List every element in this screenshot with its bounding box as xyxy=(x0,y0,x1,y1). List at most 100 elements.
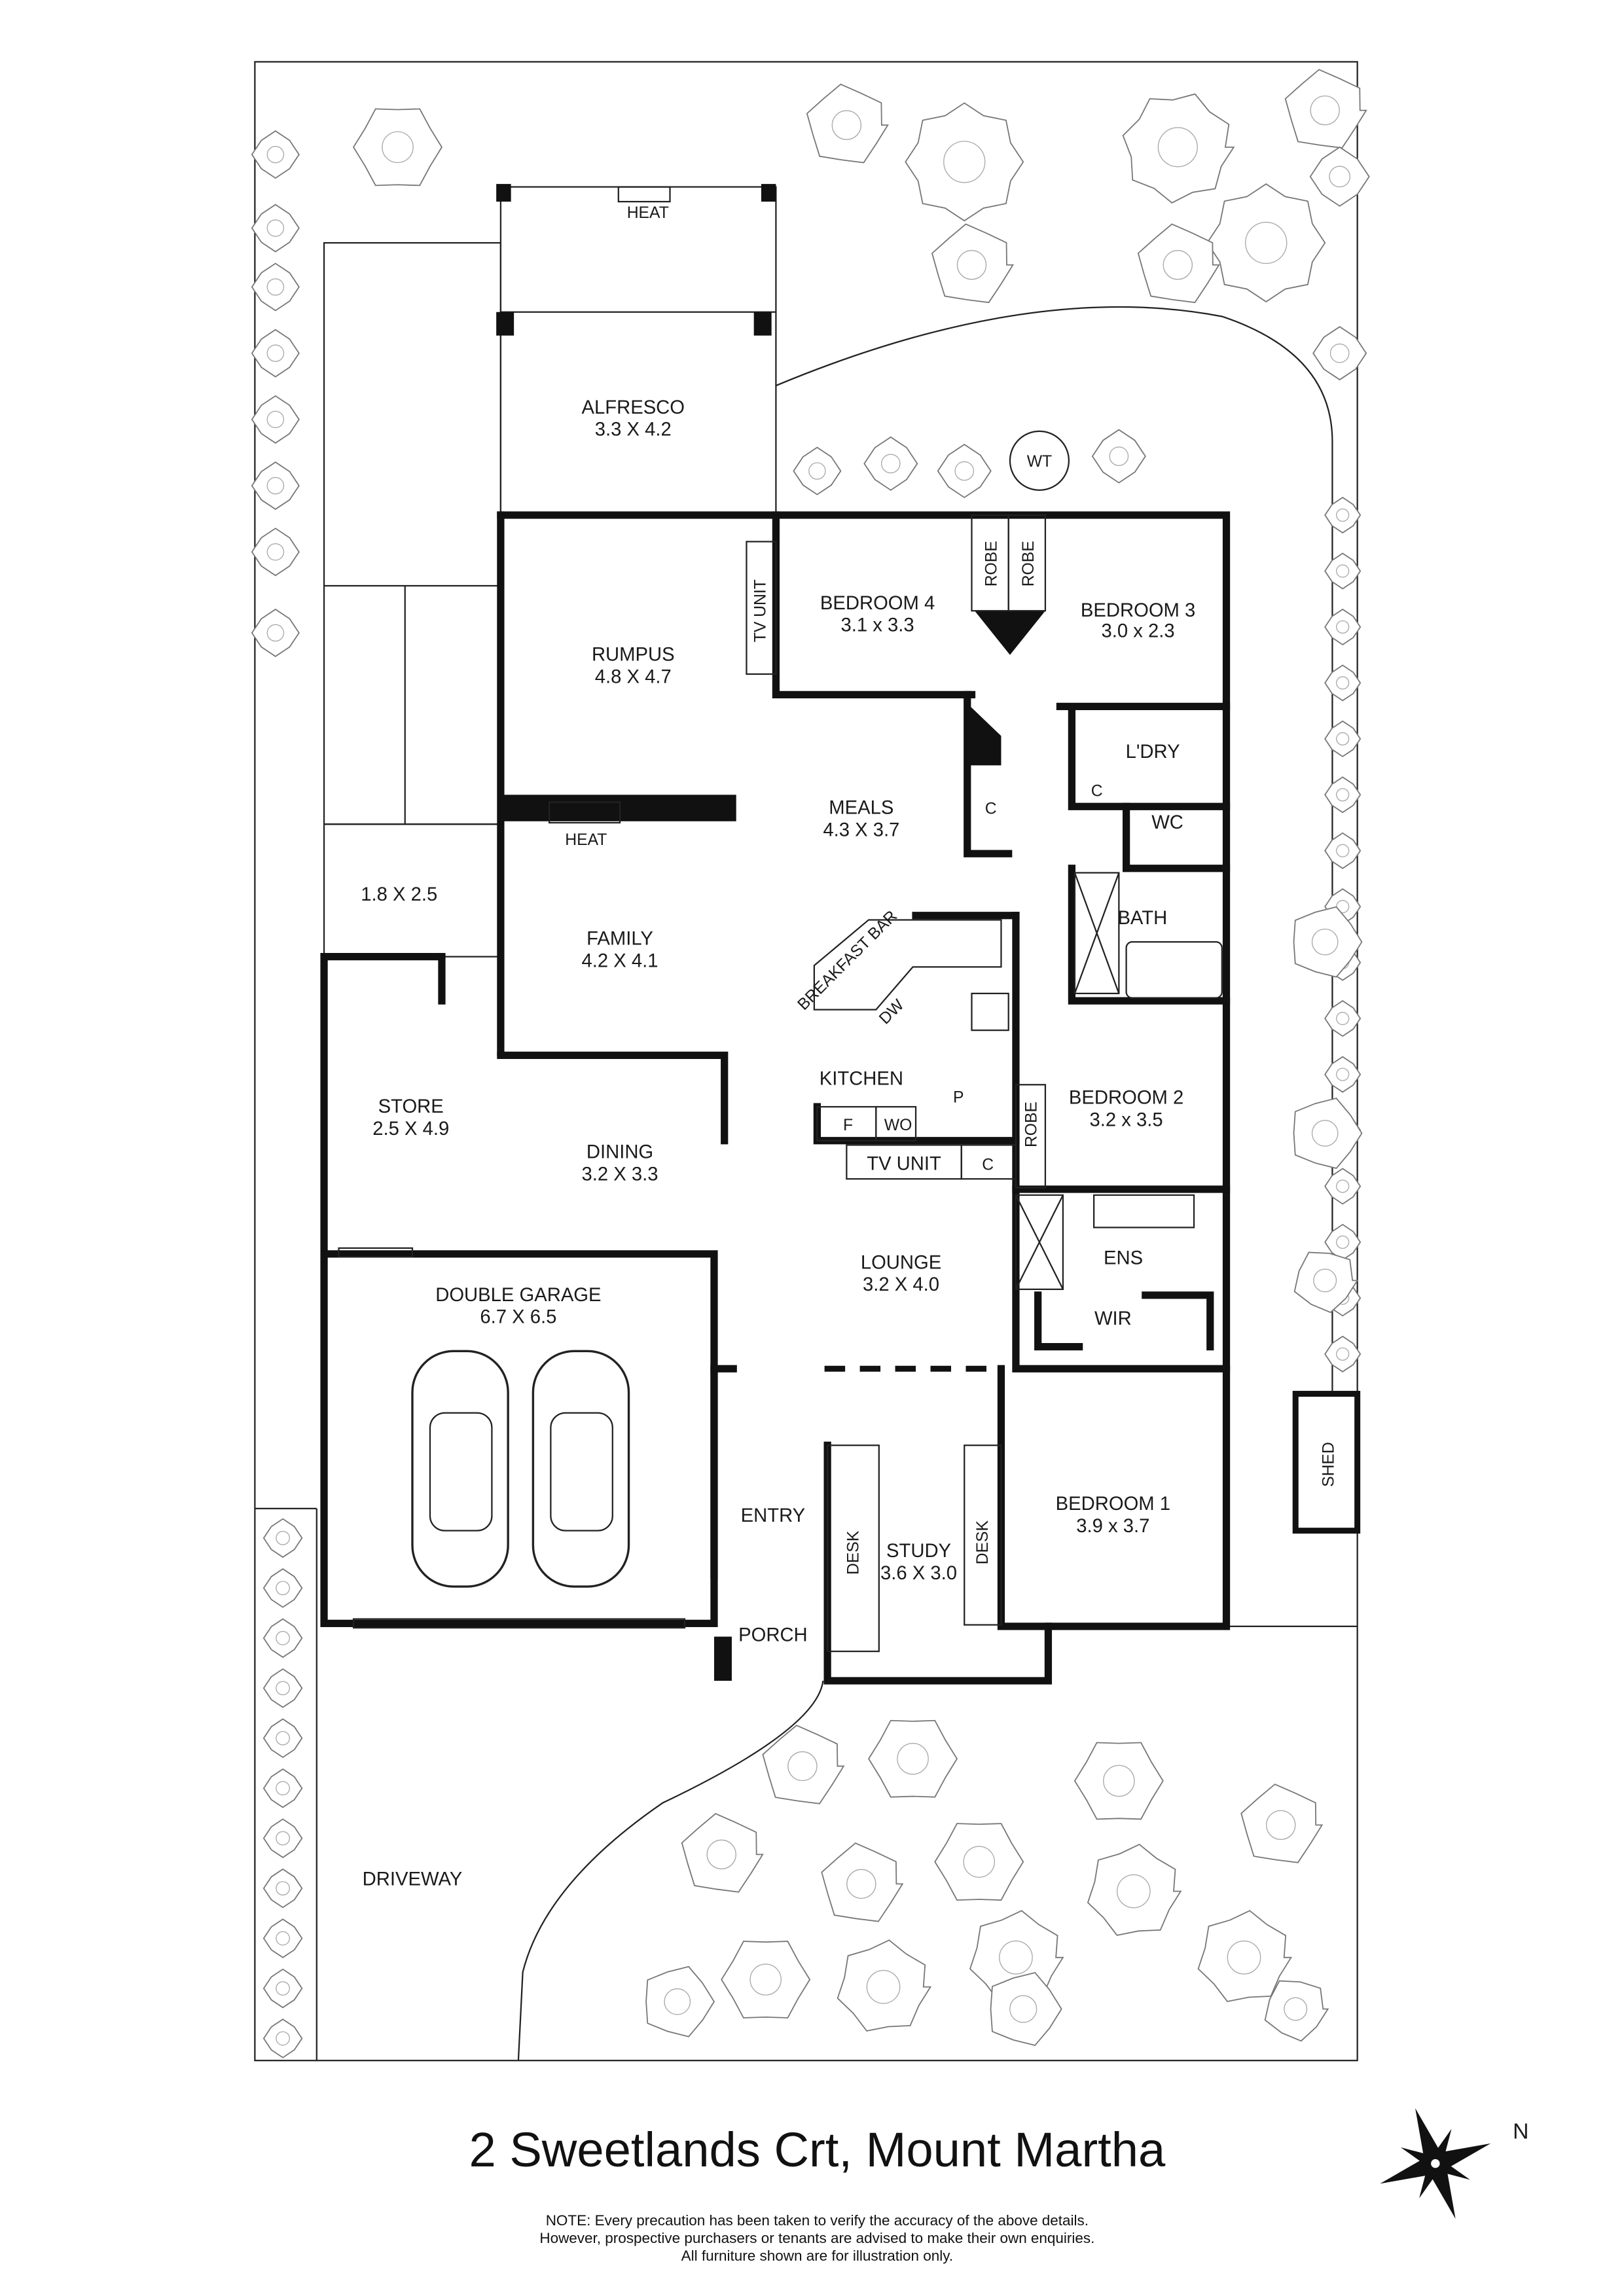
svg-text:F: F xyxy=(843,1117,853,1134)
room-label-meals: MEALS xyxy=(829,798,893,819)
tree-icon xyxy=(262,1518,303,1558)
svg-text:C: C xyxy=(1091,783,1103,800)
compass-rose-icon xyxy=(1380,2108,1491,2219)
svg-text:DESK: DESK xyxy=(844,1530,862,1575)
tree-icon xyxy=(837,1939,932,2032)
svg-text:3.0 x 2.3: 3.0 x 2.3 xyxy=(1102,621,1175,642)
tree-icon xyxy=(897,1742,929,1775)
tree-icon xyxy=(1103,1765,1135,1797)
tree-icon xyxy=(793,446,842,495)
svg-text:DESK: DESK xyxy=(974,1520,992,1564)
tree-icon xyxy=(1324,552,1362,590)
svg-text:ROBE: ROBE xyxy=(1022,1102,1040,1147)
tree-icon xyxy=(1324,1223,1362,1261)
tree-icon xyxy=(931,223,1015,304)
tree-icon xyxy=(276,2031,290,2046)
tree-icon xyxy=(1336,620,1350,634)
tree-icon xyxy=(1329,343,1350,363)
tree-icon xyxy=(866,1969,901,2004)
tree-icon xyxy=(276,1531,290,1545)
tree-icon xyxy=(937,444,992,499)
room-label-store: STORE xyxy=(378,1096,444,1117)
lot-boundary xyxy=(254,61,1358,2062)
svg-text:3.2 X 3.3: 3.2 X 3.3 xyxy=(582,1164,659,1185)
tree-icon xyxy=(276,1731,290,1746)
tree-icon xyxy=(251,204,300,253)
tree-icon xyxy=(1336,676,1350,690)
tree-icon xyxy=(1313,1268,1337,1293)
tree-icon xyxy=(1324,664,1362,702)
room-label-bedroom3: BEDROOM 3 xyxy=(1081,600,1195,621)
tree-icon xyxy=(276,1630,290,1645)
room-label-rumpus: RUMPUS xyxy=(592,645,675,666)
tree-icon xyxy=(266,543,285,561)
tree-icon xyxy=(1264,1980,1329,2042)
room-label-bedroom2: BEDROOM 2 xyxy=(1069,1088,1183,1109)
tree-icon xyxy=(999,1940,1033,1975)
tree-icon xyxy=(251,130,300,179)
tree-icon xyxy=(266,624,285,642)
tree-icon xyxy=(1324,832,1362,869)
svg-text:3.6 X 3.0: 3.6 X 3.0 xyxy=(880,1563,957,1584)
property-address: 2 Sweetlands Crt, Mount Martha xyxy=(469,2123,1166,2177)
tree-icon xyxy=(1087,1844,1182,1936)
tree-icon xyxy=(681,1813,764,1893)
garden-path xyxy=(775,306,1333,1391)
tree-icon xyxy=(266,476,285,495)
tree-icon xyxy=(266,219,285,237)
room-label-bedroom1: BEDROOM 1 xyxy=(1056,1494,1170,1515)
heat-label: HEAT xyxy=(627,204,669,222)
tree-icon xyxy=(749,1964,782,1996)
svg-text:2.5 X 4.9: 2.5 X 4.9 xyxy=(372,1119,449,1139)
svg-text:BREAKFAST BAR: BREAKFAST BAR xyxy=(795,907,901,1014)
tree-icon xyxy=(846,1869,876,1899)
tree-icon xyxy=(1284,69,1367,149)
tree-icon xyxy=(266,145,285,164)
room-label-study: STUDY xyxy=(886,1541,951,1562)
alfresco xyxy=(496,184,777,516)
svg-text:WO: WO xyxy=(884,1117,912,1134)
svg-text:3.9 x 3.7: 3.9 x 3.7 xyxy=(1076,1516,1149,1537)
tree-icon xyxy=(251,262,300,312)
tree-icon xyxy=(1122,93,1235,204)
tree-icon xyxy=(954,461,975,481)
tree-icon xyxy=(276,1981,290,1996)
trees xyxy=(251,69,1370,2058)
svg-text:3.2 x 3.5: 3.2 x 3.5 xyxy=(1090,1109,1163,1130)
tree-icon xyxy=(806,83,889,164)
svg-text:WIR: WIR xyxy=(1094,1308,1132,1329)
tree-icon xyxy=(262,1768,303,1808)
tree-icon xyxy=(262,1918,303,1958)
tree-icon xyxy=(863,436,918,491)
svg-text:DW: DW xyxy=(876,996,908,1028)
svg-text:BATH: BATH xyxy=(1117,908,1167,929)
disclaimer-line: However, prospective purchasers or tenan… xyxy=(539,2230,1094,2246)
svg-text:C: C xyxy=(982,1157,994,1174)
tree-icon xyxy=(266,344,285,362)
tree-icon xyxy=(1009,1995,1038,2023)
tree-icon xyxy=(1157,127,1198,168)
tree-icon xyxy=(262,1968,303,2009)
tree-icon xyxy=(276,1931,290,1946)
tree-icon xyxy=(1293,1251,1359,1314)
svg-text:3.1 x 3.3: 3.1 x 3.3 xyxy=(841,615,914,636)
room-label-unnamed: 1.8 X 2.5 xyxy=(361,884,437,905)
shed xyxy=(1292,1391,1361,1534)
car-icons xyxy=(411,1350,630,1588)
svg-text:6.7 X 6.5: 6.7 X 6.5 xyxy=(480,1307,556,1328)
tree-icon xyxy=(1324,496,1362,534)
tree-icon xyxy=(262,1668,303,1708)
svg-text:TV UNIT: TV UNIT xyxy=(867,1154,941,1175)
tree-icon xyxy=(251,528,300,577)
tree-icon xyxy=(1336,1179,1350,1193)
svg-text:ENS: ENS xyxy=(1104,1248,1143,1269)
tree-icon xyxy=(266,410,285,429)
svg-text:L'DRY: L'DRY xyxy=(1126,742,1180,762)
room-label-dining: DINING xyxy=(586,1142,653,1163)
tree-icon xyxy=(276,1781,290,1796)
tree-icon xyxy=(1336,1067,1350,1081)
tree-icon xyxy=(821,1842,904,1922)
water-tank-icon xyxy=(1009,430,1070,491)
